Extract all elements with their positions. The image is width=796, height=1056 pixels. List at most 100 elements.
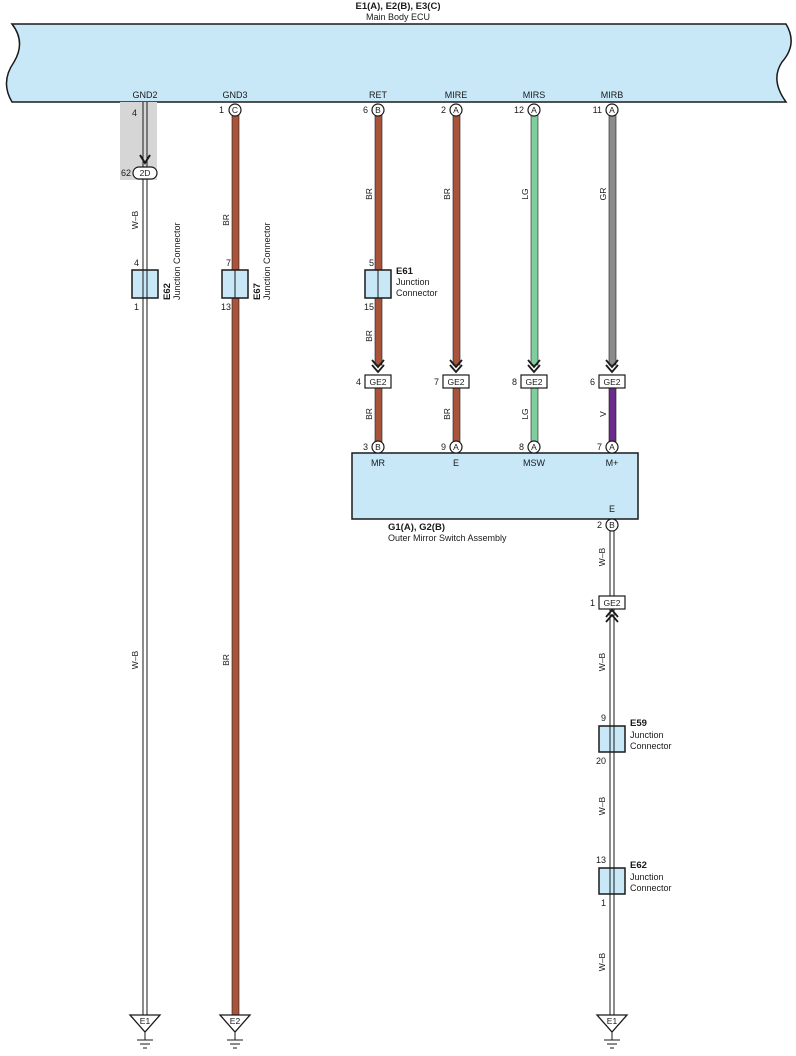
switch-pin-name-mp: M+ xyxy=(606,458,619,468)
ge2-mirs-num: 8 xyxy=(512,377,517,387)
svg-text:E2: E2 xyxy=(230,1016,241,1026)
svg-text:E1: E1 xyxy=(607,1016,618,1026)
connector-arrow-2d xyxy=(139,154,151,165)
switch-pin-num-mp: 7 xyxy=(597,442,602,452)
junction-e62-left-text: Junction Connector xyxy=(172,222,182,300)
wire-ret-br-upper xyxy=(374,114,383,366)
ge2-ret-num: 4 xyxy=(356,377,361,387)
svg-text:B: B xyxy=(375,442,381,452)
switch-pin-num-e: 9 xyxy=(441,442,446,452)
junction-e62-right-pin-bottom: 1 xyxy=(601,898,606,908)
ecu-title: E1(A), E2(B), E3(C) xyxy=(356,1,441,12)
svg-text:2D: 2D xyxy=(140,168,151,178)
connector-2d-num: 62 xyxy=(121,168,131,178)
ge2-gnd: GE2 xyxy=(598,595,626,610)
switch-pin-e2: B xyxy=(605,518,619,532)
svg-text:B: B xyxy=(375,105,381,115)
wire-label-br-mire-2: BR xyxy=(442,408,452,420)
wire-label-gr: GR xyxy=(598,188,608,201)
junction-e59-pin-bottom: 20 xyxy=(596,756,606,766)
wire-mire-br-lower xyxy=(452,387,461,443)
junction-e62-left-pin-bottom: 1 xyxy=(134,302,139,312)
ecu-pin-num-mirs: 12 xyxy=(514,105,524,115)
ge2-mire-num: 7 xyxy=(434,377,439,387)
ge2-mire: GE2 xyxy=(442,374,470,389)
switch-pin-mr: B xyxy=(371,440,385,454)
wire-ret-br-lower xyxy=(374,387,383,443)
junction-e62-right-line1: Junction xyxy=(630,872,664,882)
wire-mirs-lg-upper xyxy=(530,114,539,366)
wire-mp-v xyxy=(608,387,617,443)
ground-e2: E2 xyxy=(218,1014,252,1049)
ecu-pin-num-ret: 6 xyxy=(363,105,368,115)
wire-label-wb-3: W–B xyxy=(597,547,607,566)
switch-pin-e: A xyxy=(449,440,463,454)
wire-label-br-ret-2: BR xyxy=(364,330,374,342)
chevron-mirb xyxy=(605,359,619,374)
ecu-pin-num-gnd2: 4 xyxy=(132,108,137,118)
svg-text:GE2: GE2 xyxy=(603,377,620,387)
ground-e1-right: E1 xyxy=(595,1014,629,1049)
switch-pin-num-e2: 2 xyxy=(597,520,602,530)
ecu-pin-num-gnd3: 1 xyxy=(219,105,224,115)
junction-e62-right-line2: Connector xyxy=(630,883,672,893)
ecu-pin-mirb: A xyxy=(605,103,619,117)
svg-text:GE2: GE2 xyxy=(447,377,464,387)
junction-e61-pin-bottom: 15 xyxy=(364,302,374,312)
ecu-pin-name-mirs: MIRS xyxy=(523,90,546,100)
svg-text:A: A xyxy=(453,105,459,115)
junction-e59-pin-top: 9 xyxy=(601,713,606,723)
wire-label-br-ret-3: BR xyxy=(364,408,374,420)
wire-label-br-gnd3-2: BR xyxy=(221,654,231,666)
switch-pin-num-msw: 8 xyxy=(519,442,524,452)
outer-mirror-switch-assembly xyxy=(351,452,639,520)
svg-text:A: A xyxy=(609,105,615,115)
wire-label-br-mire-1: BR xyxy=(442,188,452,200)
switch-title: G1(A), G2(B) xyxy=(388,522,445,533)
switch-pin-name-mr: MR xyxy=(371,458,385,468)
junction-e59-code: E59 xyxy=(630,718,647,729)
ecu-subtitle: Main Body ECU xyxy=(366,12,430,22)
wire-mirs-lg-lower xyxy=(530,387,539,443)
switch-subtitle: Outer Mirror Switch Assembly xyxy=(388,533,507,543)
svg-text:B: B xyxy=(609,520,615,530)
ecu-pin-name-gnd2: GND2 xyxy=(132,90,157,100)
junction-e59 xyxy=(598,725,626,753)
switch-pin-name-e: E xyxy=(453,458,459,468)
junction-e61-pin-top: 5 xyxy=(369,258,374,268)
switch-pin-num-mr: 3 xyxy=(363,442,368,452)
junction-e62-right xyxy=(598,867,626,895)
wire-mirb-gr xyxy=(608,114,617,366)
junction-e59-line2: Connector xyxy=(630,741,672,751)
junction-e62-left-pin-top: 4 xyxy=(134,258,139,268)
chevron-ret xyxy=(371,359,385,374)
junction-e67-pin-bottom: 13 xyxy=(221,302,231,312)
wire-label-wb-2: W–B xyxy=(130,650,140,669)
ecu-pin-name-mire: MIRE xyxy=(445,90,468,100)
ecu-pin-num-mirb: 11 xyxy=(593,105,602,115)
wire-mire-br-upper xyxy=(452,114,461,366)
switch-pin-name-msw: MSW xyxy=(523,458,546,468)
ge2-mirb: GE2 xyxy=(598,374,626,389)
wire-label-wb-4: W–B xyxy=(597,652,607,671)
svg-text:GE2: GE2 xyxy=(369,377,386,387)
ecu-pin-name-ret: RET xyxy=(369,90,388,100)
junction-e61-line1: Junction xyxy=(396,277,430,287)
svg-text:A: A xyxy=(531,105,537,115)
junction-e67-text: Junction Connector xyxy=(262,222,272,300)
wire-gnd2-wb xyxy=(142,102,148,1016)
main-body-ecu xyxy=(5,23,792,103)
wire-label-br-gnd3-1: BR xyxy=(221,214,231,226)
junction-e67-code: E67 xyxy=(252,283,263,300)
ge2-mirs: GE2 xyxy=(520,374,548,389)
ground-e1-left: E1 xyxy=(128,1014,162,1049)
ecu-pin-ret: B xyxy=(371,103,385,117)
wire-label-wb-6: W–B xyxy=(597,952,607,971)
wire-label-v: V xyxy=(598,411,608,417)
junction-e62-left xyxy=(131,269,159,299)
ecu-pin-name-mirb: MIRB xyxy=(601,90,624,100)
wire-gnd3-br xyxy=(231,114,240,1016)
ecu-pin-mire: A xyxy=(449,103,463,117)
switch-pin-name-e2: E xyxy=(609,504,615,514)
